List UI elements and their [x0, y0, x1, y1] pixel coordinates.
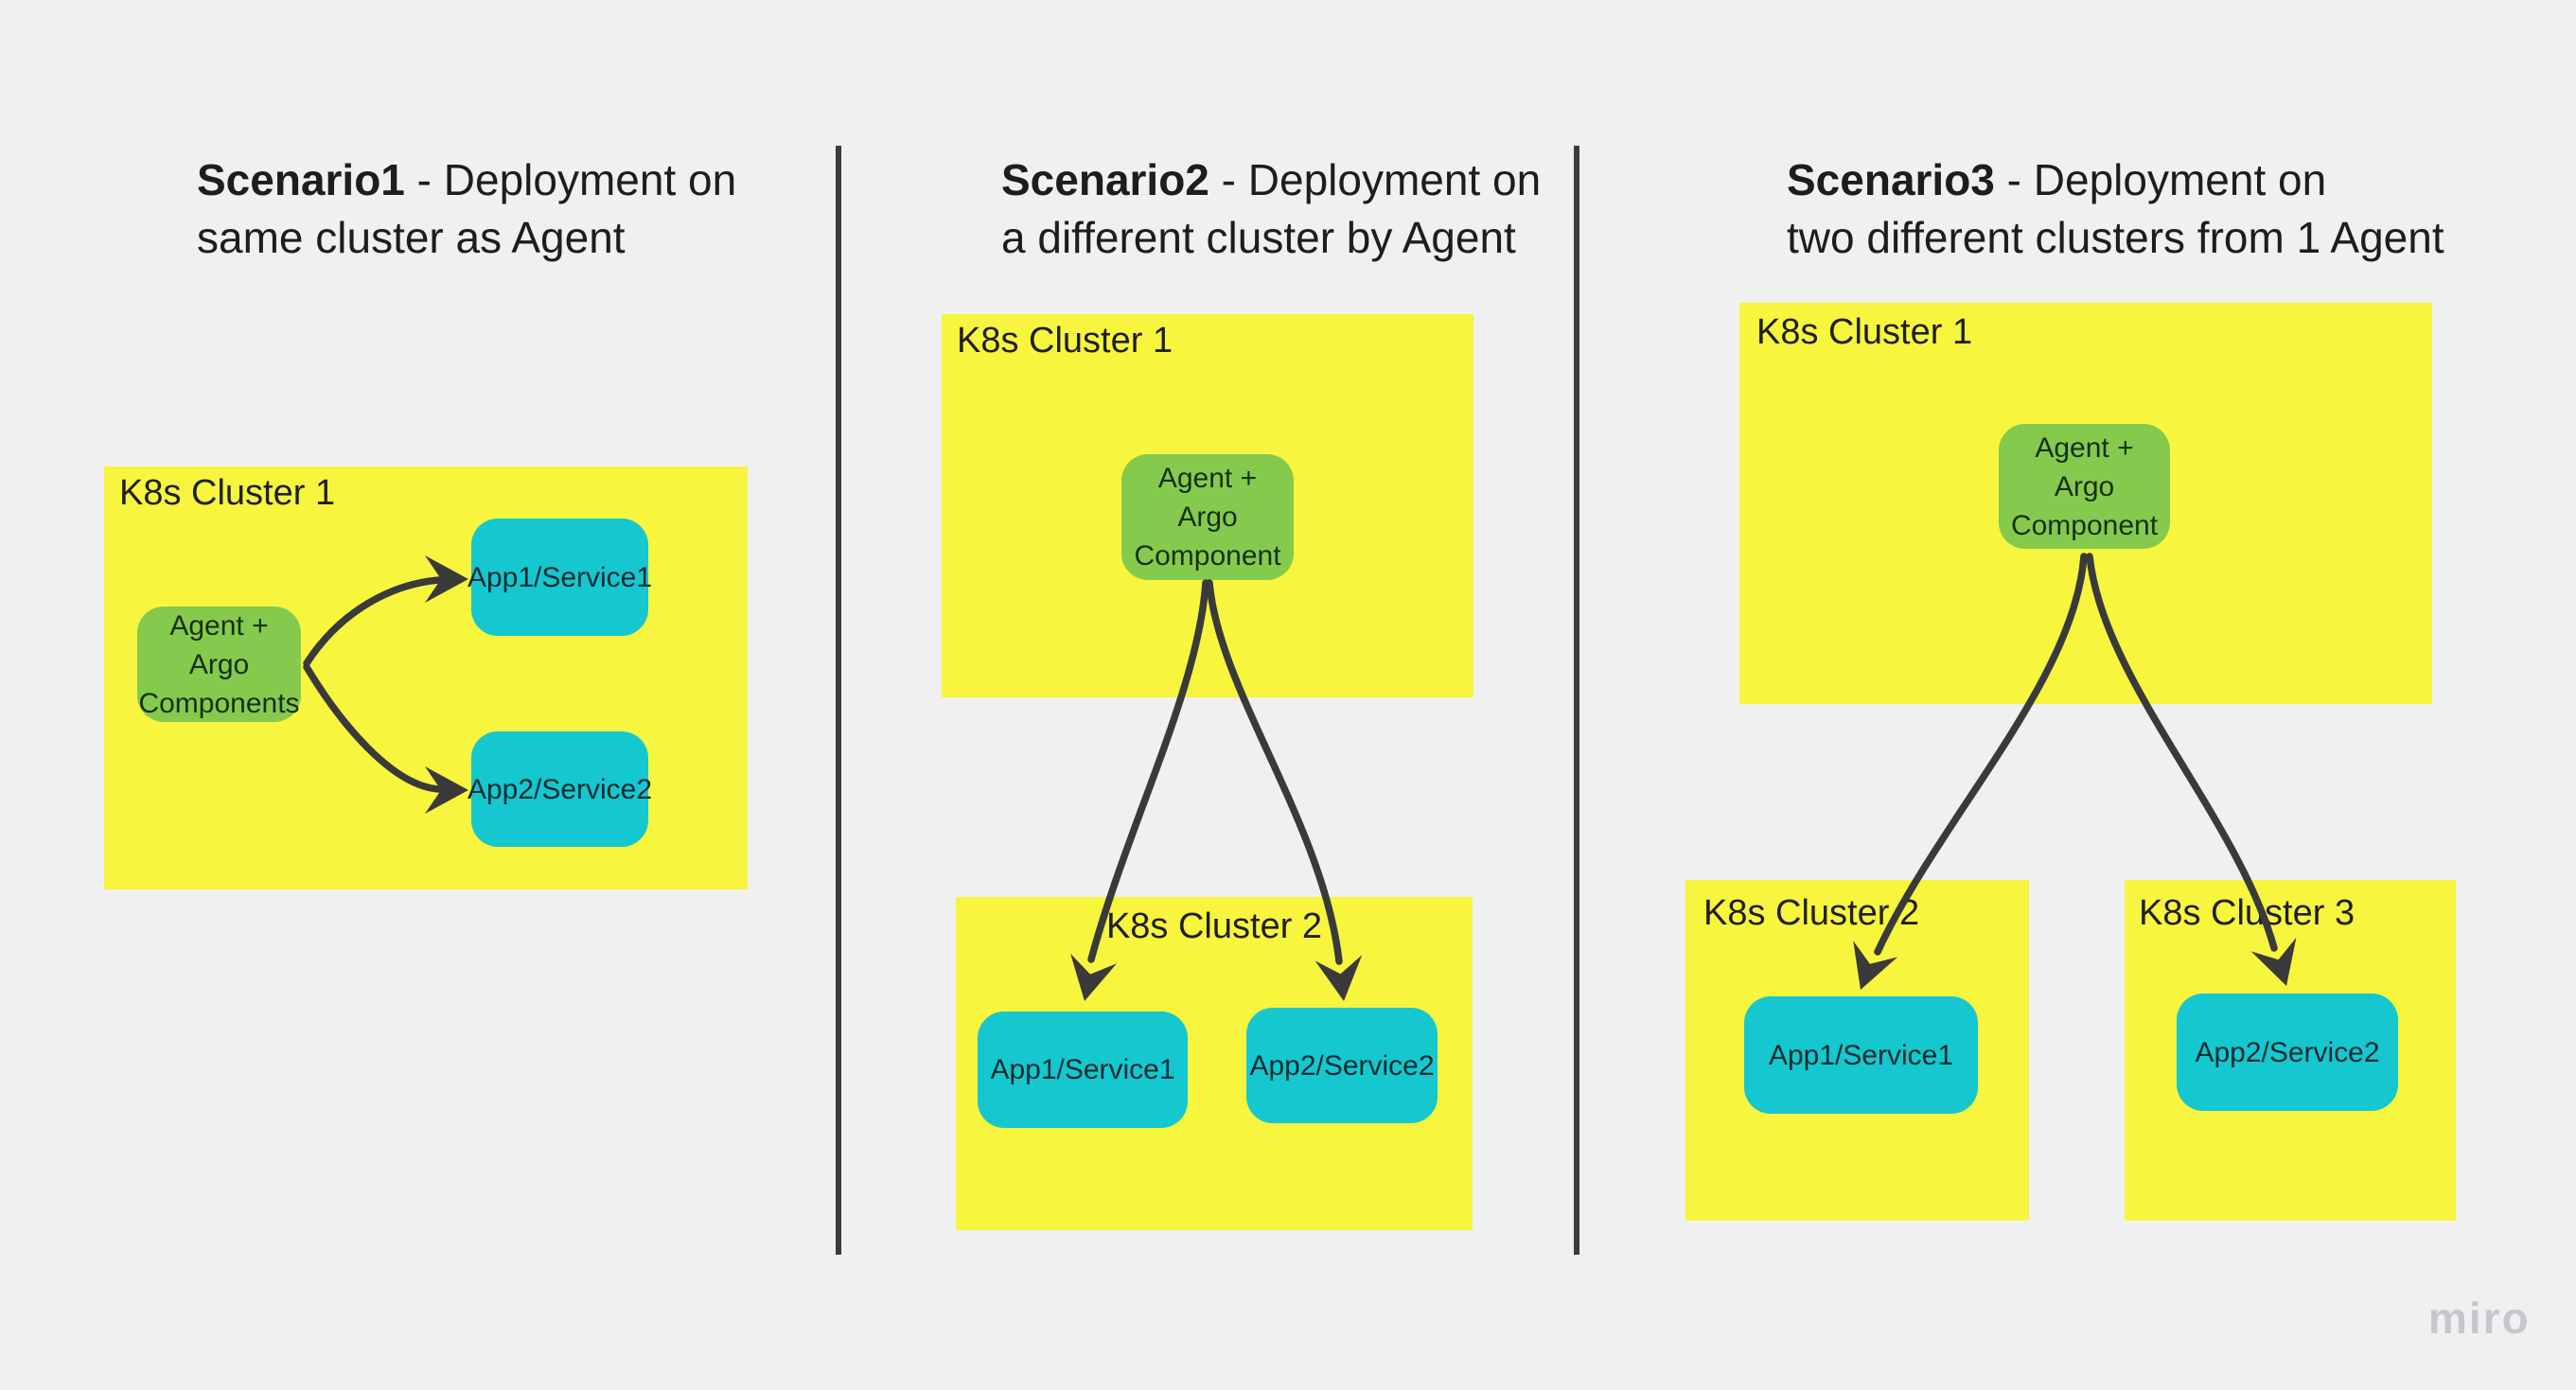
scenario1-title-line1: Scenario1 - Deployment on: [197, 151, 736, 209]
s2-agent-label-line2: Argo: [1177, 501, 1238, 533]
scenario3-title-line1: Scenario3 - Deployment on: [1787, 151, 2444, 209]
scenario1-title-bold: Scenario1: [197, 155, 405, 204]
s2-agent-label-line1: Agent +: [1157, 463, 1258, 494]
scenario1-title-rest: - Deployment on: [404, 155, 737, 204]
scenario2-title-line2: a different cluster by Agent: [1001, 213, 1516, 262]
scenario3-title-rest: - Deployment on: [1994, 155, 2327, 204]
s3-cluster1-label: K8s Cluster 1: [1756, 312, 1973, 352]
s2-cluster1-label: K8s Cluster 1: [957, 321, 1173, 361]
s2-app1-node[interactable]: App1/Service1: [978, 1012, 1188, 1128]
s1-agent-label-line1: Agent + Argo: [169, 609, 269, 680]
s3-agent-label-line2: Argo: [2054, 470, 2115, 502]
scenario2-title-rest: - Deployment on: [1209, 155, 1542, 204]
s3-app2-label: App2/Service2: [2195, 1036, 2380, 1068]
scenario2-title[interactable]: Scenario2 - Deployment on a different cl…: [1001, 151, 1541, 267]
s1-agent-label-line2: Components: [138, 687, 300, 719]
s3-agent-label-line3: Component: [2010, 509, 2159, 541]
s1-app2-label: App2/Service2: [467, 773, 653, 805]
scenario3-title-bold: Scenario3: [1787, 155, 1995, 204]
s2-app1-label: App1/Service1: [990, 1054, 1175, 1085]
s3-cluster2-label: K8s Cluster 2: [1703, 893, 1920, 933]
s1-app1-node[interactable]: App1/Service1: [468, 519, 652, 636]
s1-cluster1-label: K8s Cluster 1: [119, 473, 336, 513]
s1-app2-node[interactable]: App2/Service2: [468, 731, 652, 847]
s2-app2-label: App2/Service2: [1249, 1049, 1435, 1082]
column-divider-1[interactable]: [836, 146, 841, 1255]
s2-agent-label-line3: Component: [1134, 540, 1281, 572]
s2-app2-node[interactable]: App2/Service2: [1246, 1008, 1438, 1123]
scenario2-title-bold: Scenario2: [1001, 155, 1209, 204]
scenario1-title[interactable]: Scenario1 - Deployment on same cluster a…: [197, 151, 736, 267]
s3-agent-node[interactable]: Agent + Argo Component: [1999, 424, 2170, 549]
s3-cluster3-label: K8s Cluster 3: [2139, 893, 2355, 933]
s3-app1-node[interactable]: App1/Service1: [1744, 996, 1978, 1114]
s2-cluster2-label: K8s Cluster 2: [1105, 906, 1323, 946]
s3-app2-node[interactable]: App2/Service2: [2177, 994, 2398, 1111]
s1-agent-node[interactable]: Agent + Argo Components: [137, 607, 301, 722]
scenario2-title-line1: Scenario2 - Deployment on: [1001, 151, 1541, 209]
column-divider-2[interactable]: [1574, 146, 1579, 1255]
scenario3-title[interactable]: Scenario3 - Deployment on two different …: [1787, 151, 2444, 267]
s3-app1-label: App1/Service1: [1768, 1039, 1954, 1071]
miro-logo: miro: [2428, 1293, 2531, 1343]
s1-app1-label: App1/Service1: [467, 561, 653, 593]
scenario1-title-line2: same cluster as Agent: [197, 213, 626, 262]
s2-agent-node[interactable]: Agent + Argo Component: [1121, 454, 1294, 580]
scenario3-title-line2: two different clusters from 1 Agent: [1787, 213, 2444, 262]
s3-agent-label-line1: Agent +: [2035, 431, 2134, 464]
